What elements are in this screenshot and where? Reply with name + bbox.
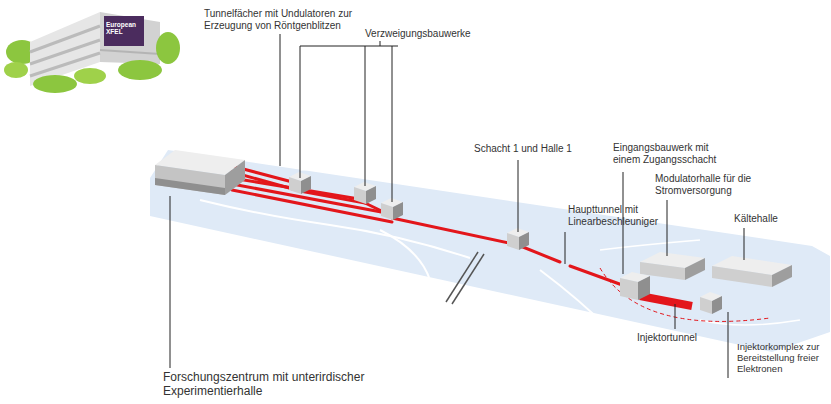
- headquarters-building-part: [74, 68, 106, 84]
- headquarters-building-part: [30, 40, 100, 64]
- callout-label: Injektorkomplex zur Bereitstellung freie…: [737, 342, 827, 375]
- railway-part: [452, 254, 484, 304]
- leader-lines-part: [565, 232, 566, 264]
- map-ground-part: [200, 200, 470, 258]
- map-ground-part: [380, 230, 430, 280]
- headquarters-building-part: [104, 16, 144, 46]
- halls-part: [772, 265, 792, 287]
- callout-label: Verzweigungsbauwerke: [365, 28, 485, 40]
- leader-lines-part: [728, 312, 729, 378]
- callout-label: Tunnelfächer mit Undulatoren zur Erzeugu…: [204, 8, 364, 31]
- headquarters-building-part: [4, 62, 28, 78]
- callout-label: Schacht 1 und Halle 1: [474, 143, 584, 155]
- headquarters-building: [4, 12, 180, 93]
- callout-label: Injektortunnel: [637, 332, 737, 344]
- research-centre-part: [225, 160, 245, 195]
- headquarters-building-part: [100, 50, 160, 54]
- logo-text: European XFEL: [106, 21, 142, 36]
- leader-lines: [170, 34, 744, 378]
- headquarters-building-part: [156, 32, 180, 64]
- railway-part: [446, 252, 478, 302]
- tunnels-part: [392, 218, 560, 262]
- halls-part: [638, 276, 650, 300]
- research-centre-part: [155, 178, 225, 195]
- leader-lines-part: [675, 304, 676, 329]
- railway: [446, 252, 484, 304]
- leader-lines-part: [392, 46, 393, 202]
- map-ground-part: [700, 320, 800, 325]
- leader-lines-part: [300, 46, 398, 47]
- leader-lines-part: [667, 200, 668, 256]
- map-ground-part: [300, 169, 420, 180]
- callout-label: Kältehalle: [734, 213, 814, 225]
- leader-lines-part: [380, 41, 381, 46]
- leader-lines-part: [365, 46, 366, 186]
- research-centre: [155, 150, 245, 195]
- callout-label: Modulatorhalle für die Stromversorgung: [655, 173, 770, 196]
- halls-part: [712, 266, 772, 287]
- callout-label: Eingangsbauwerk mit einem Zugangsschacht: [613, 142, 733, 165]
- halls: [620, 252, 792, 300]
- headquarters-building-part: [30, 26, 100, 52]
- halls-part: [685, 258, 705, 280]
- leader-lines-part: [518, 160, 519, 232]
- leader-lines-part: [300, 46, 301, 178]
- leader-lines-part: [170, 196, 171, 368]
- leader-lines-part: [280, 34, 281, 166]
- map-ground-part: [600, 240, 700, 250]
- tunnels-part: [640, 296, 692, 306]
- callout-label: Forschungszentrum mit unterirdischer Exp…: [163, 371, 383, 399]
- map-ground-part: [540, 270, 610, 330]
- halls-part: [620, 278, 638, 300]
- tunnels: [232, 166, 692, 306]
- leader-lines-part: [744, 228, 745, 260]
- shaft-buildings-part: [700, 292, 722, 314]
- headquarters-building-part: [118, 60, 162, 80]
- headquarters-building-part: [100, 12, 160, 64]
- headquarters-building-part: [33, 75, 77, 93]
- callout-label: Haupttunnel mit Linearbeschleuniger: [568, 204, 673, 227]
- research-centre-part: [155, 165, 225, 195]
